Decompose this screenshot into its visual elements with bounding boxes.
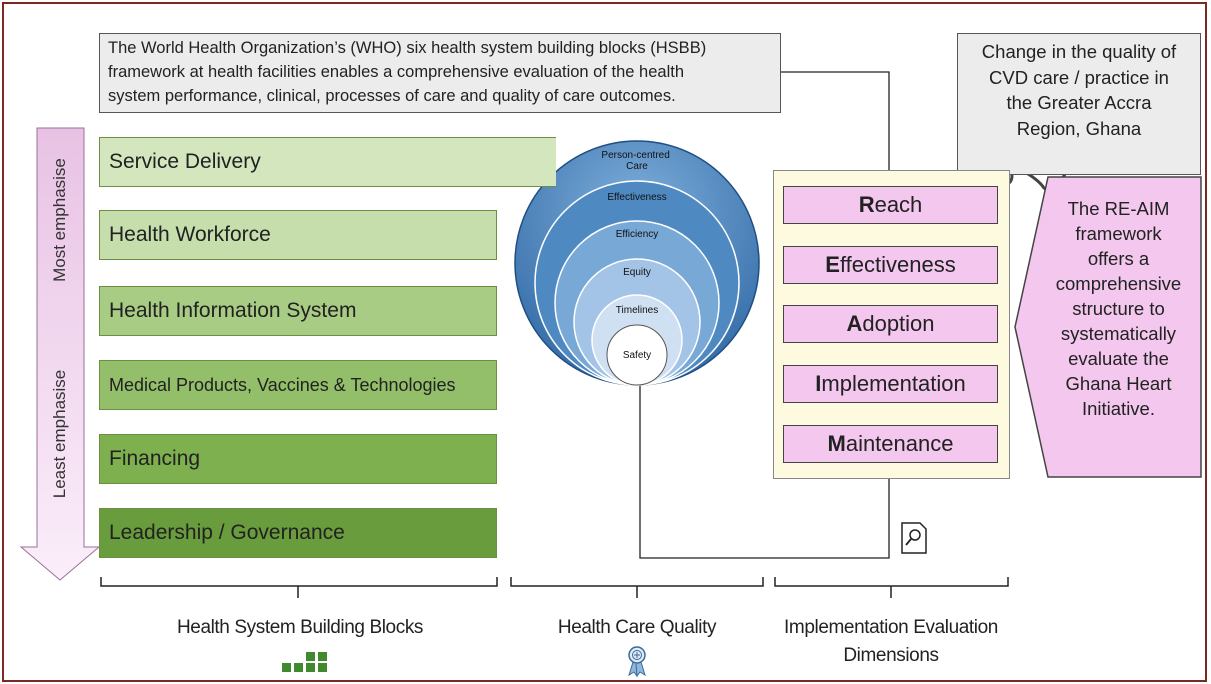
ring-label-person-centred-care: Person-centred Care — [601, 150, 672, 172]
building-block-leadership-governance: Leadership / Governance — [99, 508, 497, 558]
dimension-implementation-rest: mplementation — [821, 371, 966, 396]
building-block-health-workforce: Health Workforce — [99, 210, 497, 260]
service-delivery-extension — [496, 137, 556, 187]
ring-safety — [606, 324, 668, 386]
magnifier-document-icon — [901, 522, 927, 554]
ring-label-effectiveness: Effectiveness — [607, 192, 666, 203]
award-ribbon-icon — [628, 646, 646, 678]
building-block-medical-products: Medical Products, Vaccines & Technologie… — [99, 360, 497, 410]
building-block-financing: Financing — [99, 434, 497, 484]
most-emphasis-label: Most emphasise — [50, 158, 69, 282]
category-quality: Health Care Quality — [557, 617, 717, 638]
dimension-effectiveness-rest: ffectiveness — [839, 252, 956, 277]
bracket-implementation — [774, 577, 1009, 598]
quality-ring-labels: Person-centred Care Effectiveness Effici… — [601, 150, 672, 361]
dimension-reach-initial: R — [858, 192, 875, 217]
dimension-maintenance-rest: aintenance — [845, 431, 954, 456]
emphasis-arrow — [19, 127, 101, 581]
category-implementation: Implementation Evaluation Dimensions — [784, 617, 998, 666]
building-block-health-information-system: Health Information System — [99, 286, 497, 336]
ring-label-safety: Safety — [623, 350, 651, 361]
dimension-implementation-initial: I — [815, 371, 822, 396]
quality-rings — [514, 140, 760, 386]
least-emphasis-label: Least emphasise — [50, 369, 69, 499]
dimension-effectiveness-initial: E — [825, 252, 840, 277]
dimension-adoption-initial: A — [846, 311, 863, 336]
bracket-hsbb — [100, 577, 498, 598]
building-block-service-delivery: Service Delivery — [99, 137, 497, 187]
outcome-box: Change in the quality of CVD care / prac… — [957, 33, 1201, 175]
dimension-maintenance-initial: M — [827, 431, 846, 456]
who-description-box: The World Health Organization’s (WHO) si… — [99, 33, 781, 113]
connector-who-to-reach — [781, 71, 895, 188]
reaim-description: The RE-AIM framework offers a comprehens… — [1055, 198, 1182, 419]
ring-label-equity: Equity — [623, 267, 651, 278]
category-hsbb: Health System Building Blocks — [176, 617, 424, 638]
reaim-callout-shape — [1014, 176, 1202, 478]
bracket-quality — [510, 577, 764, 598]
dimension-adoption-rest: doption — [862, 311, 935, 336]
connector-quality-to-maintenance — [639, 385, 895, 559]
bar-blocks-icon — [282, 652, 327, 672]
ring-label-efficiency: Efficiency — [616, 229, 659, 240]
ring-label-timelines: Timelines — [616, 305, 658, 316]
dimension-reach-rest: each — [874, 192, 923, 217]
